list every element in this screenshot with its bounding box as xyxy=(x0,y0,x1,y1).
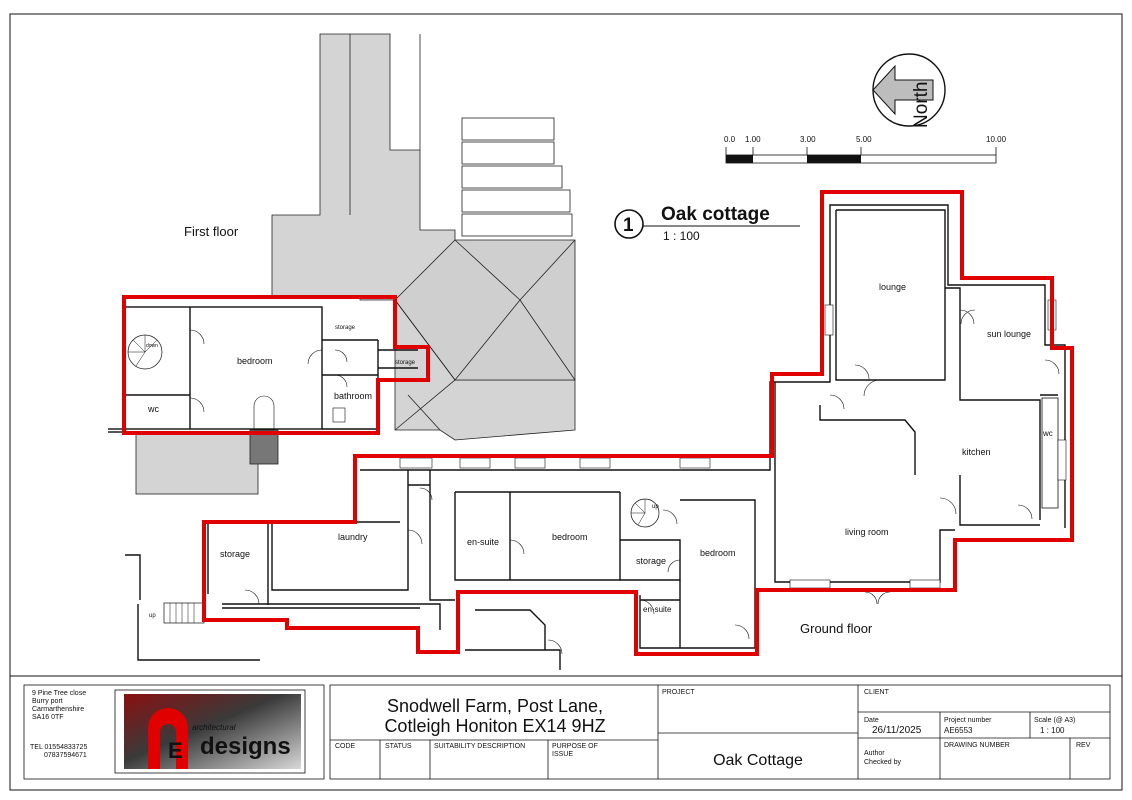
scale-tick-10: 10.00 xyxy=(986,135,1007,144)
logo-small-text: architectural xyxy=(192,723,236,732)
first-floor-label: First floor xyxy=(184,224,239,239)
room-label-en-suite: en-suite xyxy=(467,537,499,547)
ground-floor-room-labels: storage laundry up up en-suite bedroom s… xyxy=(149,282,1053,619)
company-telephone: TEL 01554833725 07837594671 xyxy=(30,744,114,760)
date-value: 26/11/2025 xyxy=(872,725,922,736)
view-scale: 1 : 100 xyxy=(663,229,700,243)
view-number: 1 xyxy=(623,215,634,236)
project-number-label: Project number xyxy=(944,717,992,724)
site-address-line: Cotleigh Honiton EX14 9HZ xyxy=(384,716,606,736)
scale-tick-0: 0.0 xyxy=(724,135,736,144)
site-address: Snodwell Farm, Post Lane, Cotleigh Honit… xyxy=(340,696,650,736)
roof-plan xyxy=(135,33,576,495)
scale-bar: 0.0 1.00 3.00 5.00 10.00 xyxy=(724,135,1007,164)
room-label-kitchen: kitchen xyxy=(962,447,991,457)
room-label-storage: storage xyxy=(335,325,356,331)
room-label-storage: storage xyxy=(220,549,250,559)
room-label-down: down xyxy=(146,343,158,349)
ground-floor-boundary xyxy=(202,190,1074,656)
column-suitability: SUITABILITY DESCRIPTION xyxy=(434,743,526,750)
rev-label: REV xyxy=(1076,742,1091,749)
room-label-wc: wc xyxy=(1042,429,1053,438)
room-label-en-suite-2: en-suite xyxy=(643,605,672,614)
checked-by-label: Checked by xyxy=(864,759,901,766)
address-line: Burry port xyxy=(32,698,63,705)
room-label-bedroom: bedroom xyxy=(552,532,588,542)
logo-letter: E xyxy=(168,738,183,763)
drawing-title: 1 Oak cottage 1 : 100 xyxy=(614,204,800,243)
project-number-value: AE6553 xyxy=(944,726,973,735)
date-label: Date xyxy=(864,717,879,724)
room-label-storage-2: storage xyxy=(395,360,416,366)
spiral-stair-label-up: up xyxy=(652,504,659,510)
room-label-laundry: laundry xyxy=(338,532,368,542)
room-label-sun-lounge: sun lounge xyxy=(987,329,1031,339)
north-arrow: North xyxy=(872,53,946,128)
sheet-border xyxy=(9,13,1123,791)
view-title: Oak cottage xyxy=(661,204,770,225)
scale-label: Scale (@ A3) xyxy=(1034,717,1076,724)
first-floor-boundary xyxy=(122,295,430,435)
title-block-frames xyxy=(23,684,1111,780)
first-floor-room-labels: down bedroom wc storage storage bathroom xyxy=(146,325,416,414)
address-line: SA16 0TF xyxy=(32,714,64,721)
company-address: 9 Pine Tree close Burry port Carmarthens… xyxy=(32,690,112,722)
ground-floor-label: Ground floor xyxy=(800,621,873,636)
scale-tick-3: 3.00 xyxy=(800,135,816,144)
drawing-number-label: DRAWING NUMBER xyxy=(944,742,1010,749)
room-label-bedroom: bedroom xyxy=(237,356,273,366)
column-purpose: PURPOSE OF ISSUE xyxy=(552,743,598,758)
view-number-circle xyxy=(614,209,644,239)
stair-label-up: up xyxy=(149,613,156,619)
scale-tick-1: 1.00 xyxy=(745,135,761,144)
site-address-line: Snodwell Farm, Post Lane, xyxy=(386,696,604,716)
north-label: North xyxy=(911,82,932,128)
room-label-living-room: living room xyxy=(845,527,889,537)
client-label: CLIENT xyxy=(864,689,889,696)
address-line: 9 Pine Tree close xyxy=(32,690,87,697)
column-status: STATUS xyxy=(385,743,412,750)
project-name: Oak Cottage xyxy=(713,752,803,769)
north-arrow-icon xyxy=(872,64,934,116)
tel-line: TEL 01554833725 xyxy=(30,744,88,751)
logo-arch-icon xyxy=(148,708,188,769)
address-line: Carmarthenshire xyxy=(32,706,85,713)
scale-value: 1 : 100 xyxy=(1040,726,1065,735)
scale-tick-5: 5.00 xyxy=(856,135,872,144)
column-code: CODE xyxy=(335,743,356,750)
tel-line: 07837594671 xyxy=(44,752,87,759)
room-label-storage-2: storage xyxy=(636,556,666,566)
room-label-lounge: lounge xyxy=(879,282,906,292)
room-label-bedroom-2: bedroom xyxy=(700,548,736,558)
project-label: PROJECT xyxy=(662,689,695,696)
room-label-bathroom: bathroom xyxy=(334,391,372,401)
room-label-wc: wc xyxy=(147,404,159,414)
logo-word: designs xyxy=(200,733,291,760)
company-logo: architectural E designs xyxy=(124,694,301,769)
author-label: Author xyxy=(864,750,885,757)
